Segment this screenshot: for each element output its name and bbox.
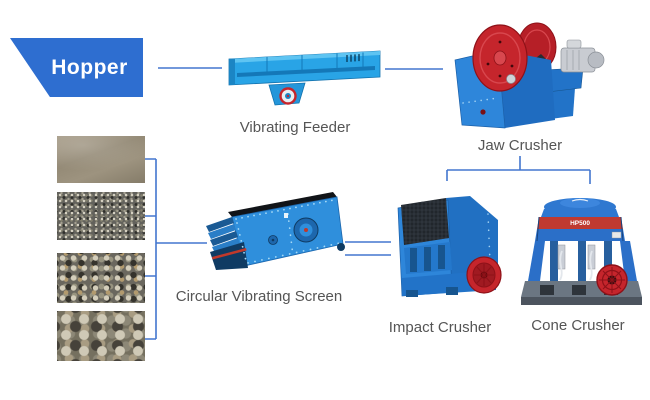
- feeder-grille: [346, 54, 360, 62]
- hp500-badge: HP500: [570, 220, 590, 227]
- connector-jaw-bracket: [446, 156, 591, 184]
- vibrating-feeder-label: Vibrating Feeder: [239, 119, 351, 136]
- coarse-gravel-photo: [57, 311, 145, 361]
- fine-gravel-photo: [57, 192, 145, 240]
- cone-crusher-illustration: HP500: [521, 198, 642, 305]
- hopper-label: Hopper: [51, 55, 128, 79]
- circular-vibrating-screen-label: Circular Vibrating Screen: [175, 288, 343, 305]
- cone-crusher-label: Cone Crusher: [531, 317, 625, 334]
- fine-sand-photo: [57, 136, 145, 183]
- jaw-crusher-illustration: [454, 22, 605, 129]
- circular-vibrating-screen-illustration: [206, 192, 345, 270]
- jaw-crusher-label: Jaw Crusher: [477, 137, 563, 154]
- connector-materials-bracket: [145, 158, 207, 340]
- screen-logo-mark: [284, 213, 288, 218]
- cone-red-band: [537, 217, 623, 229]
- vibrating-feeder-illustration: [228, 50, 381, 106]
- impact-crusher-illustration: [397, 196, 502, 297]
- hopper-node: Hopper: [10, 38, 143, 97]
- medium-gravel-photo: [57, 253, 145, 303]
- impact-crusher-label: Impact Crusher: [388, 319, 492, 336]
- screen-red-stripe: [212, 248, 247, 260]
